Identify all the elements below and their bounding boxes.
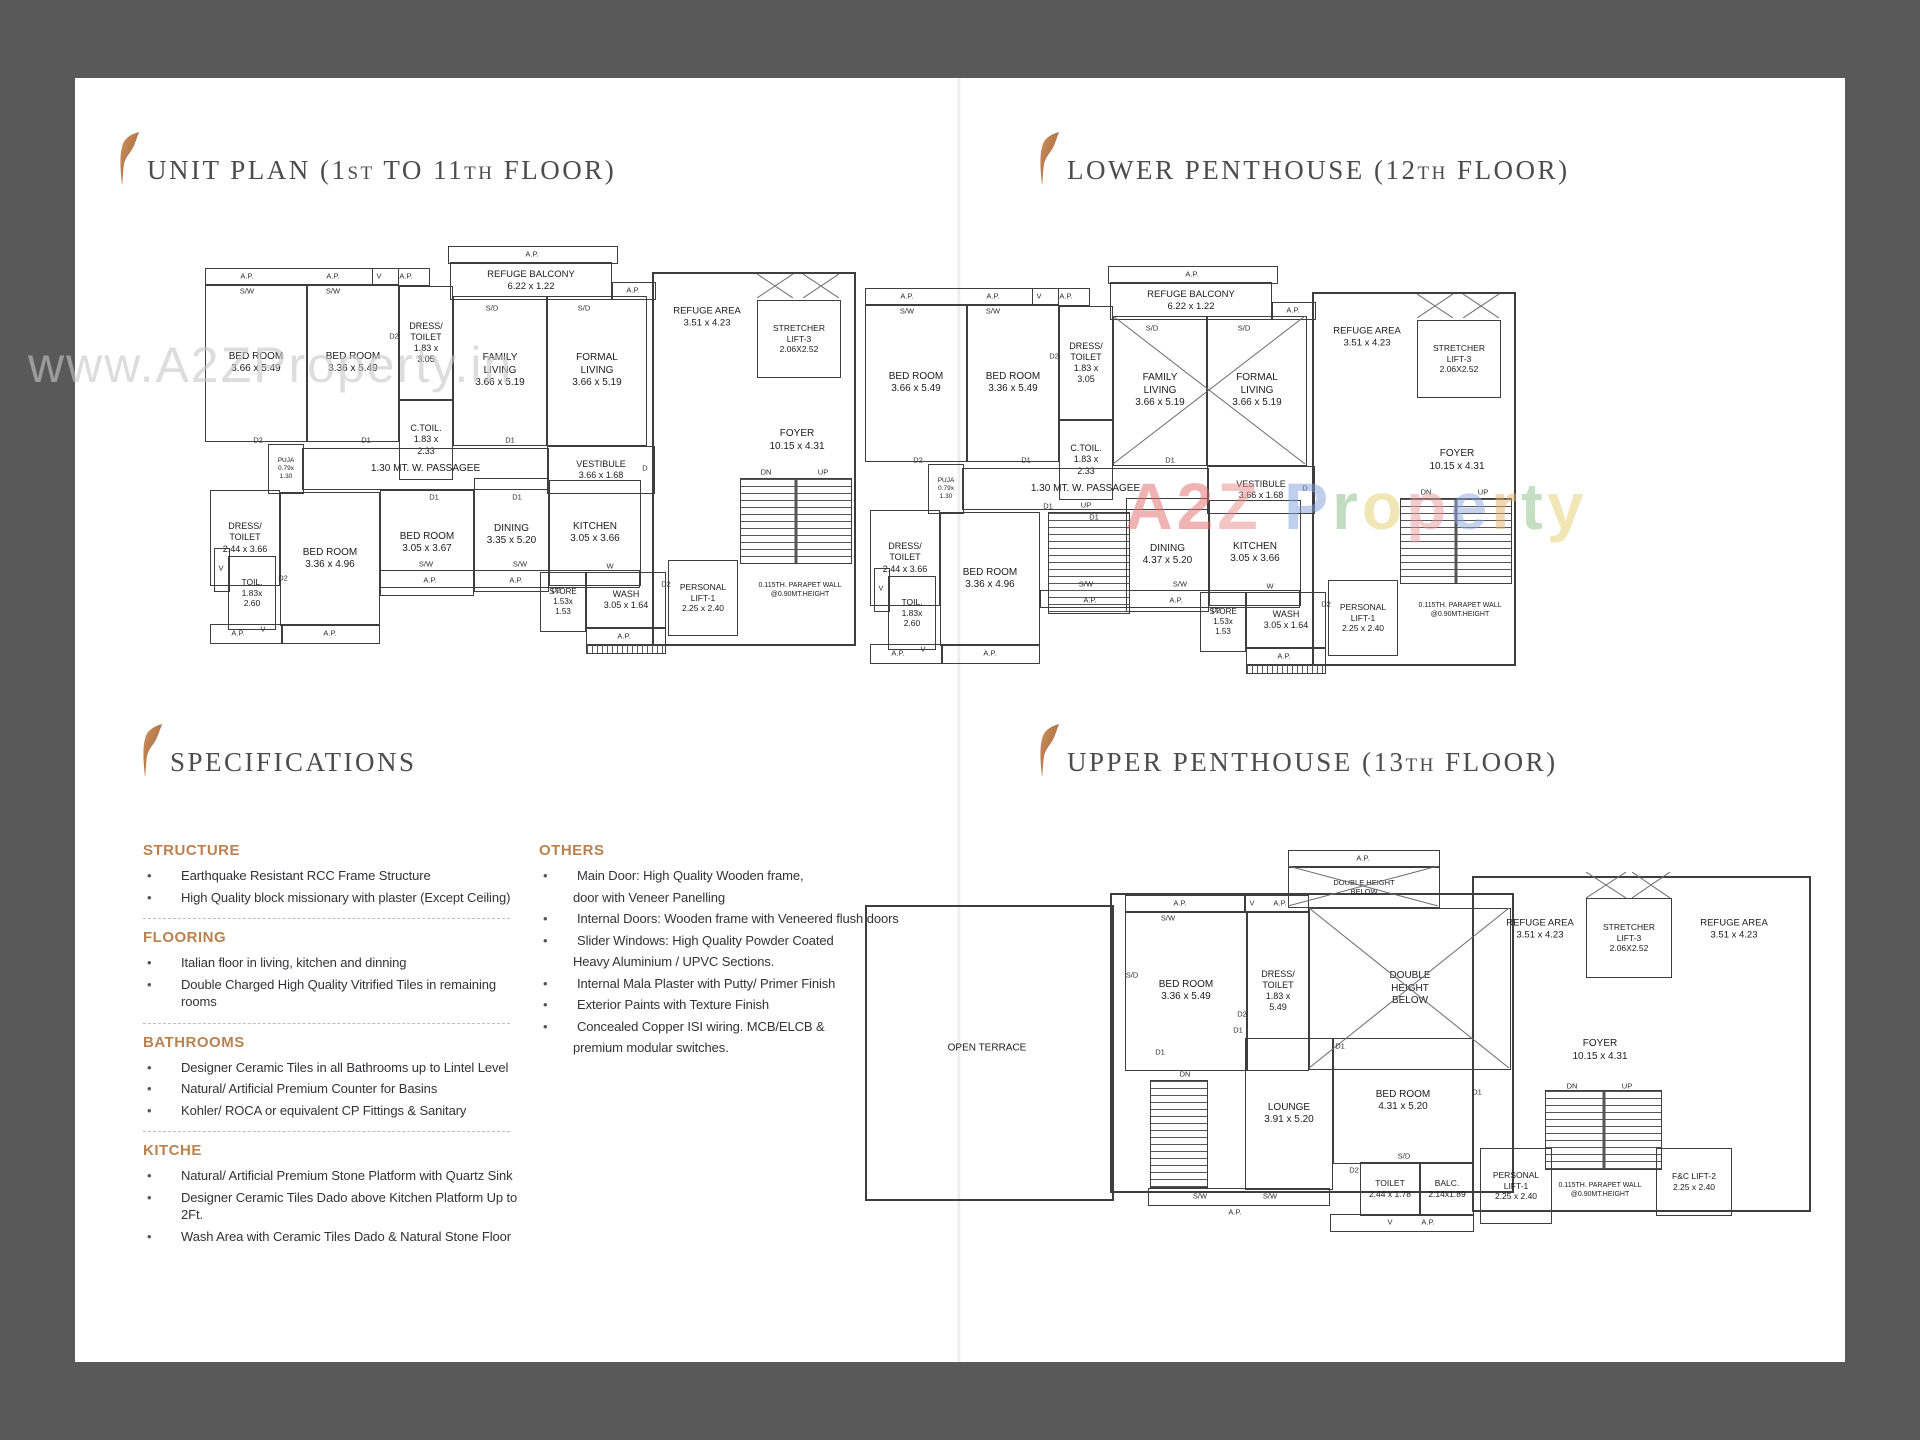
spec-heading: FLOORING xyxy=(143,929,227,947)
spec-line: •Wash Area with Ceramic Tiles Dado & Nat… xyxy=(147,1229,511,1245)
divider xyxy=(143,1131,510,1133)
section-title: UPPER PENTHOUSE (13th FLOOR) xyxy=(1067,747,1558,777)
spec-line: •Natural/ Artificial Premium Stone Platf… xyxy=(147,1168,513,1184)
leaf-logo-icon xyxy=(120,132,140,184)
spec-line: •Internal Mala Plaster with Putty/ Prime… xyxy=(543,975,836,991)
leaf-logo-icon xyxy=(143,724,163,776)
spec-line: •Designer Ceramic Tiles in all Bathrooms… xyxy=(147,1059,509,1075)
page-fold xyxy=(957,78,961,1362)
spec-item: •Natural/ Artificial Premium Counter for… xyxy=(143,1080,521,1098)
spec-item: •Kohler/ ROCA or equivalent CP Fittings … xyxy=(143,1102,521,1120)
spec-column: OTHERS •Main Door: High Quality Wooden fr… xyxy=(539,838,917,1250)
spec-group: FLOORING •Italian floor in living, kitche… xyxy=(143,929,521,1024)
spec-line: •Concealed Copper ISI wiring. MCB/ELCB & xyxy=(543,1018,825,1034)
spec-line: •Earthquake Resistant RCC Frame Structur… xyxy=(147,868,431,883)
spec-group: OTHERS •Main Door: High Quality Wooden fr… xyxy=(539,842,917,1057)
section-title: UNIT PLAN (1st TO 11th FLOOR) xyxy=(147,155,617,185)
spec-item: •Designer Ceramic Tiles in all Bathrooms… xyxy=(143,1059,521,1077)
spec-line: •Double Charged High Quality Vitrified T… xyxy=(147,976,496,1010)
spec-heading: OTHERS xyxy=(539,842,605,859)
spec-line: •Natural/ Artificial Premium Counter for… xyxy=(147,1081,438,1097)
spec-item: •Double Charged High Quality Vitrified T… xyxy=(143,976,521,1011)
leaf-logo-icon xyxy=(1040,724,1060,776)
spec-line: •High Quality block missionary with plas… xyxy=(147,889,511,905)
spec-line: door with Veneer Panelling xyxy=(573,889,726,905)
spec-line: •Main Door: High Quality Wooden frame, xyxy=(543,868,804,883)
spec-heading: BATHROOMS xyxy=(143,1033,245,1051)
spec-group: BATHROOMS •Designer Ceramic Tiles in all … xyxy=(143,1034,521,1133)
spec-item: •High Quality block missionary with plas… xyxy=(143,889,521,907)
unit-plan-header: UNIT PLAN (1st TO 11th FLOOR) xyxy=(115,120,616,188)
spec-item: •Earthquake Resistant RCC Frame Structur… xyxy=(143,867,521,885)
spec-line: •Internal Doors: Wooden frame with Venee… xyxy=(543,911,899,927)
leaf-logo-icon xyxy=(1040,132,1060,184)
spec-line: •Kohler/ ROCA or equivalent CP Fittings … xyxy=(147,1102,467,1118)
divider xyxy=(143,918,510,920)
lower-penthouse-header: LOWER PENTHOUSE (12th FLOOR) xyxy=(1035,120,1570,188)
spec-column: STRUCTURE •Earthquake Resistant RCC Frame… xyxy=(143,838,521,1250)
spec-line: •Exterior Paints with Texture Finish xyxy=(543,997,770,1013)
spec-item: •Internal Doors: Wooden frame with Venee… xyxy=(539,910,917,928)
spec-line: •Slider Windows: High Quality Powder Coa… xyxy=(543,932,834,948)
spec-line: •Italian floor in living, kitchen and di… xyxy=(147,955,407,971)
spec-item: •Italian floor in living, kitchen and di… xyxy=(143,954,521,972)
specs-columns: STRUCTURE •Earthquake Resistant RCC Frame… xyxy=(143,838,923,1250)
spec-item: •Concealed Copper ISI wiring. MCB/ELCB &… xyxy=(539,1018,917,1057)
upper-penthouse-header: UPPER PENTHOUSE (13th FLOOR) xyxy=(1035,712,1558,780)
specifications-header: SPECIFICATIONS xyxy=(138,712,417,780)
spec-line: •Designer Ceramic Tiles Dado above Kitch… xyxy=(147,1189,518,1223)
spec-item: •Wash Area with Ceramic Tiles Dado & Nat… xyxy=(143,1228,521,1246)
divider xyxy=(143,1022,510,1024)
spec-item: •Natural/ Artificial Premium Stone Platf… xyxy=(143,1167,521,1185)
spec-item: •Main Door: High Quality Wooden frame, do… xyxy=(539,867,917,906)
spec-heading: KITCHE xyxy=(143,1142,202,1160)
spec-item: •Slider Windows: High Quality Powder Coa… xyxy=(539,932,917,971)
spec-item: •Designer Ceramic Tiles Dado above Kitch… xyxy=(143,1189,521,1224)
section-title: LOWER PENTHOUSE (12th FLOOR) xyxy=(1067,155,1570,185)
spec-group: STRUCTURE •Earthquake Resistant RCC Frame… xyxy=(143,842,521,920)
spec-group: KITCHE •Natural/ Artificial Premium Stone… xyxy=(143,1142,521,1245)
spec-item: •Exterior Paints with Texture Finish xyxy=(539,996,917,1014)
spec-line: Heavy Aluminium / UPVC Sections. xyxy=(573,954,775,970)
spec-heading: STRUCTURE xyxy=(143,842,240,859)
spec-line: premium modular switches. xyxy=(573,1040,729,1056)
spec-item: •Internal Mala Plaster with Putty/ Prime… xyxy=(539,975,917,993)
section-title: SPECIFICATIONS xyxy=(170,747,417,777)
